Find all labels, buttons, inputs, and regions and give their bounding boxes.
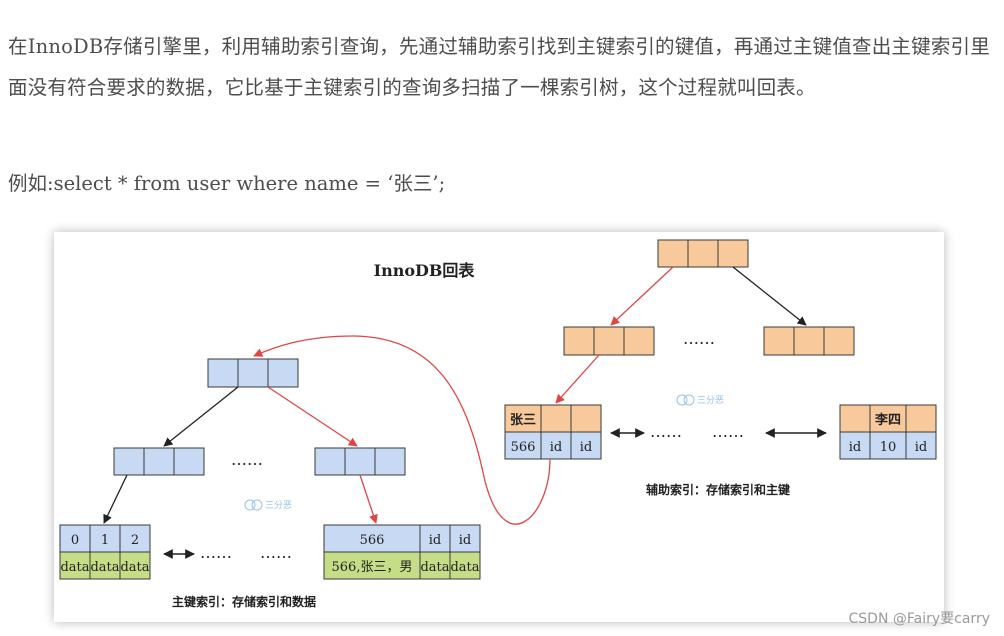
leaf-data: data bbox=[450, 560, 479, 575]
leaf-data: data bbox=[90, 560, 119, 575]
leaf-data: data bbox=[120, 560, 149, 575]
secondary-mid-node-left bbox=[563, 326, 655, 356]
secondary-mid-to-leaf-red-arrow bbox=[555, 354, 600, 404]
leaf-key: id bbox=[429, 533, 441, 548]
example-query: 例如:select * from user where name = ‘张三’; bbox=[8, 172, 446, 195]
leaf-gap-ellipsis: …… bbox=[260, 543, 292, 562]
leaf-value: id bbox=[849, 440, 861, 455]
csdn-watermark: CSDN @Fairy要carry bbox=[848, 611, 990, 627]
primary-root-to-right-arrow bbox=[267, 386, 358, 447]
leaf-value: id bbox=[580, 440, 592, 455]
primary-root-node bbox=[207, 358, 299, 388]
secondary-leaf-right: 李四 id 10 id bbox=[839, 404, 937, 460]
primary-leaf-right: 566 id id 566,张三，男 data data bbox=[323, 524, 481, 580]
svg-text:三分恶: 三分恶 bbox=[265, 500, 292, 511]
leaf-value: id bbox=[915, 440, 927, 455]
diagram-canvas: InnoDB回表 …… 0 1 2 data data data bbox=[59, 239, 937, 609]
innodb-lookup-diagram: InnoDB回表 …… 0 1 2 data data data bbox=[54, 232, 944, 622]
secondary-mid-node-right bbox=[763, 326, 855, 356]
svg-text:三分恶: 三分恶 bbox=[697, 395, 724, 406]
leaf-key: 566 bbox=[360, 533, 385, 548]
leaf-data: data bbox=[60, 560, 89, 575]
secondary-root-to-right-arrow bbox=[732, 266, 807, 326]
secondary-root-to-left-arrow bbox=[610, 266, 674, 326]
leaf-key: 0 bbox=[71, 533, 79, 548]
primary-index-caption: 主键索引：存储索引和数据 bbox=[172, 594, 316, 609]
primary-mid-node-left bbox=[113, 447, 205, 476]
leaf-link-ellipsis: …… bbox=[650, 422, 682, 441]
leaf-data: data bbox=[420, 560, 449, 575]
leaf-key: id bbox=[459, 533, 471, 548]
primary-root-to-left-arrow bbox=[163, 386, 239, 447]
leaf-key: 2 bbox=[131, 533, 139, 548]
primary-leaf-left: 0 1 2 data data data bbox=[59, 524, 151, 580]
leaf-gap-ellipsis: …… bbox=[712, 422, 744, 441]
leaf-link-ellipsis: …… bbox=[200, 543, 232, 562]
primary-mid-to-leaf-red-arrow bbox=[359, 474, 378, 524]
secondary-index-caption: 辅助索引：存储索引和主键 bbox=[646, 482, 790, 497]
diagram-title: InnoDB回表 bbox=[374, 261, 476, 280]
secondary-leaf-left: 张三 566 id id bbox=[504, 404, 602, 460]
author-logo: 三分恶 bbox=[244, 499, 292, 511]
leaf-value: 566 bbox=[511, 440, 536, 455]
primary-mid-to-leaf-arrow bbox=[103, 474, 128, 524]
leaf-key: 1 bbox=[101, 533, 109, 548]
leaf-key: 李四 bbox=[874, 412, 901, 428]
primary-mid-ellipsis: …… bbox=[231, 450, 263, 469]
leaf-value: id bbox=[550, 440, 562, 455]
author-logo: 三分恶 bbox=[676, 394, 724, 406]
leaf-key: 张三 bbox=[510, 413, 536, 428]
primary-mid-node-right bbox=[314, 447, 406, 476]
secondary-mid-ellipsis: …… bbox=[683, 329, 715, 348]
leaf-value: 10 bbox=[880, 440, 897, 455]
secondary-root-node bbox=[657, 239, 749, 268]
leaf-data-row: 566,张三，男 bbox=[332, 560, 413, 575]
description-paragraph: 在InnoDB存储引擎里，利用辅助索引查询，先通过辅助索引找到主键索引的键值，再… bbox=[8, 35, 990, 99]
back-to-table-curve bbox=[253, 335, 551, 525]
